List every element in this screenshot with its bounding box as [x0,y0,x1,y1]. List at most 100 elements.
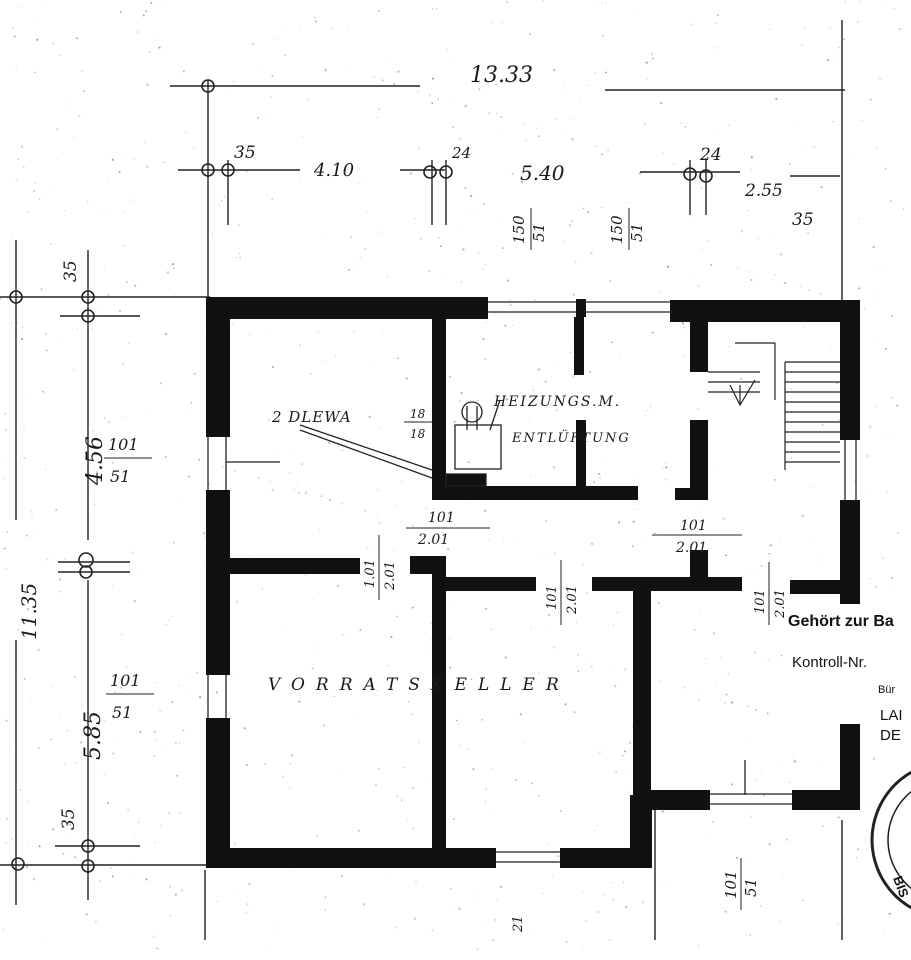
noise-speck [645,61,648,64]
noise-speck [267,194,268,196]
noise-speck [62,852,65,855]
noise-speck [46,349,48,352]
noise-speck [317,647,319,649]
noise-speck [80,69,84,72]
noise-speck [446,48,448,51]
noise-speck [136,31,138,33]
noise-speck [768,552,771,555]
noise-speck [266,948,267,950]
noise-speck [364,248,367,250]
noise-speck [736,267,739,269]
noise-speck [838,419,841,422]
noise-speck [538,671,540,674]
svg-text:51: 51 [530,223,548,242]
noise-speck [594,829,596,831]
noise-speck [23,428,25,430]
noise-speck [165,747,167,748]
noise-speck [722,517,725,520]
noise-speck [429,647,432,649]
noise-speck [159,710,161,712]
noise-speck [744,738,746,740]
noise-speck [64,557,67,560]
noise-speck [3,478,6,480]
noise-speck [69,852,72,854]
noise-speck [45,2,47,3]
noise-speck [464,186,467,190]
noise-speck [490,22,492,24]
noise-speck [377,489,379,491]
noise-speck [843,38,846,41]
noise-speck [849,157,851,159]
noise-speck [152,35,154,36]
noise-speck [760,770,762,772]
noise-speck [249,555,251,557]
noise-speck [450,601,452,603]
noise-speck [58,578,62,581]
noise-speck [5,719,8,722]
noise-speck [111,158,114,161]
svg-text:101: 101 [722,870,740,899]
noise-speck [432,8,434,10]
noise-speck [129,199,132,201]
noise-speck [282,624,284,626]
noise-speck [21,145,24,148]
noise-speck [393,83,396,86]
noise-speck [36,38,39,41]
noise-speck [336,584,339,587]
noise-speck [632,520,635,523]
noise-speck [359,628,362,631]
noise-speck [807,289,810,292]
door-dim-3: 1.01 2.01 [363,559,398,591]
noise-speck [672,163,675,166]
noise-speck [290,754,293,757]
stamp-line-5: DE [880,727,901,744]
noise-speck [872,245,875,248]
noise-speck [537,794,540,797]
noise-speck [612,882,614,884]
noise-speck [780,253,782,256]
noise-speck [32,878,35,881]
noise-speck [405,377,408,380]
noise-speck [180,500,182,502]
noise-speck [153,755,155,758]
noise-speck [507,279,510,282]
noise-speck [192,148,194,150]
noise-speck [875,585,877,588]
noise-speck [754,651,757,654]
noise-speck [631,775,632,777]
noise-speck [580,101,582,103]
noise-speck [443,532,445,534]
noise-speck [317,332,319,334]
noise-speck [367,547,369,549]
noise-speck [882,557,884,559]
noise-speck [11,232,13,234]
noise-speck [27,842,29,844]
noise-speck [869,426,872,429]
noise-speck [298,344,301,347]
noise-speck [874,405,877,408]
noise-speck [342,633,345,636]
noise-speck [793,756,795,759]
noise-speck [524,123,526,126]
noise-speck [204,565,206,567]
noise-speck [748,271,750,273]
noise-speck [859,1,861,3]
noise-speck [103,208,105,210]
noise-speck [495,83,498,86]
door-dim-2: 101 2.01 [652,518,742,556]
noise-speck [552,876,554,878]
noise-speck [284,54,287,57]
noise-speck [601,2,603,4]
noise-speck [390,635,393,639]
noise-speck [719,657,721,659]
noise-speck [431,77,435,80]
noise-speck [615,771,617,773]
noise-speck [772,278,774,280]
noise-speck [269,95,272,98]
noise-speck [63,210,65,212]
noise-speck [332,28,334,30]
noise-speck [122,363,125,366]
noise-speck [821,423,824,426]
noise-speck [362,571,365,574]
noise-speck [496,898,498,901]
